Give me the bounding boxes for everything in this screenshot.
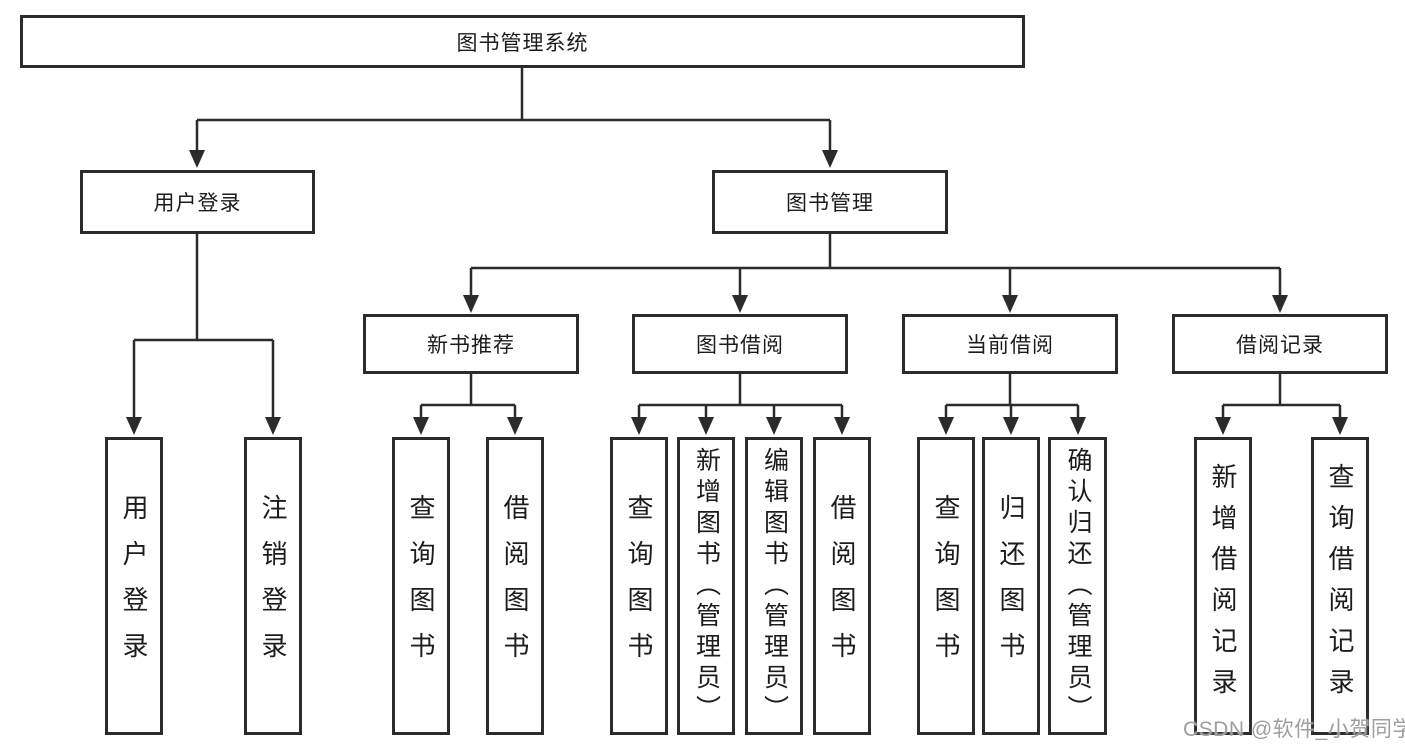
arrowhead-icon: [766, 417, 782, 435]
leaf-user-login: 用户登录: [105, 437, 163, 735]
arrowhead-icon: [834, 417, 850, 435]
arrowhead-icon: [698, 417, 714, 435]
connector-borrow-records-to-leaves: [1221, 374, 1342, 418]
arrowhead-icon: [189, 150, 205, 168]
leaf-logout: 注销登录: [244, 437, 302, 735]
leaf-bb-borrow-books: 借阅图书: [813, 437, 871, 735]
arrowhead-icon: [126, 417, 142, 435]
node-root: 图书管理系统: [20, 15, 1025, 68]
arrowhead-icon: [631, 417, 647, 435]
leaf-cb-query-books: 查询图书: [917, 437, 975, 735]
arrowhead-icon: [732, 295, 748, 313]
arrowhead-icon: [463, 295, 479, 313]
connector-book-mgmt-to-level3: [469, 234, 1282, 296]
arrowhead-icon: [1070, 417, 1086, 435]
arrowhead-icon: [1002, 295, 1018, 313]
leaf-cb-return-books: 归还图书: [982, 437, 1040, 735]
leaf-label: 借阅图书: [500, 494, 530, 678]
connector-user-login-to-leaves: [132, 234, 275, 418]
arrowhead-icon: [822, 150, 838, 168]
arrowhead-icon: [265, 417, 281, 435]
leaf-label: 查询图书: [931, 494, 961, 678]
node-book-borrowing-label: 图书借阅: [696, 334, 784, 357]
node-book-management: 图书管理: [712, 170, 948, 234]
node-book-management-label: 图书管理: [786, 192, 874, 215]
node-current-borrowing-label: 当前借阅: [966, 334, 1054, 357]
leaf-label: 新增借阅记录: [1208, 463, 1238, 709]
leaf-label: 查询图书: [406, 494, 436, 678]
leaf-br-query-record: 查询借阅记录: [1311, 437, 1369, 735]
arrowhead-icon: [413, 417, 429, 435]
leaf-label: 借阅图书: [827, 494, 857, 678]
connector-book-borrow-to-leaves: [637, 374, 844, 418]
connector-root-to-level2: [195, 68, 832, 151]
node-new-book-recommend-label: 新书推荐: [427, 334, 515, 357]
arrowhead-icon: [507, 417, 523, 435]
watermark: CSDN @软件_小贺同学: [1183, 718, 1405, 741]
leaf-br-add-record: 新增借阅记录: [1194, 437, 1252, 735]
node-root-label: 图书管理系统: [456, 31, 589, 55]
leaf-label: 确认归还（管理员）: [1064, 446, 1092, 726]
node-new-book-recommend: 新书推荐: [363, 314, 579, 374]
arrowhead-icon: [1332, 417, 1348, 435]
leaf-bb-edit-books-admin: 编辑图书（管理员）: [745, 437, 803, 735]
node-borrowing-records: 借阅记录: [1172, 314, 1388, 374]
connector-current-borrow-to-leaves: [944, 374, 1080, 418]
leaf-label: 用户登录: [119, 494, 149, 678]
node-borrowing-records-label: 借阅记录: [1236, 334, 1324, 357]
node-user-login: 用户登录: [80, 170, 315, 234]
leaf-label: 新增图书（管理员）: [692, 446, 721, 726]
arrowhead-icon: [1003, 417, 1019, 435]
node-book-borrowing: 图书借阅: [632, 314, 848, 374]
leaf-label: 注销登录: [258, 494, 288, 678]
leaf-bb-query-books: 查询图书: [610, 437, 668, 735]
leaf-nb-query-books: 查询图书: [392, 437, 450, 735]
arrowhead-icon: [1215, 417, 1231, 435]
leaf-nb-borrow-books: 借阅图书: [486, 437, 544, 735]
arrowhead-icon: [1272, 295, 1288, 313]
leaf-bb-add-books-admin: 新增图书（管理员）: [677, 437, 735, 735]
leaf-label: 编辑图书（管理员）: [760, 446, 789, 726]
leaf-label: 归还图书: [996, 494, 1026, 678]
leaf-label: 查询图书: [624, 494, 654, 678]
node-current-borrowing: 当前借阅: [902, 314, 1118, 374]
leaf-label: 查询借阅记录: [1325, 463, 1355, 709]
node-user-login-label: 用户登录: [153, 192, 242, 215]
leaf-cb-confirm-return-admin: 确认归还（管理员）: [1048, 437, 1107, 735]
connector-new-book-to-leaves: [419, 374, 517, 418]
arrowhead-icon: [938, 417, 954, 435]
